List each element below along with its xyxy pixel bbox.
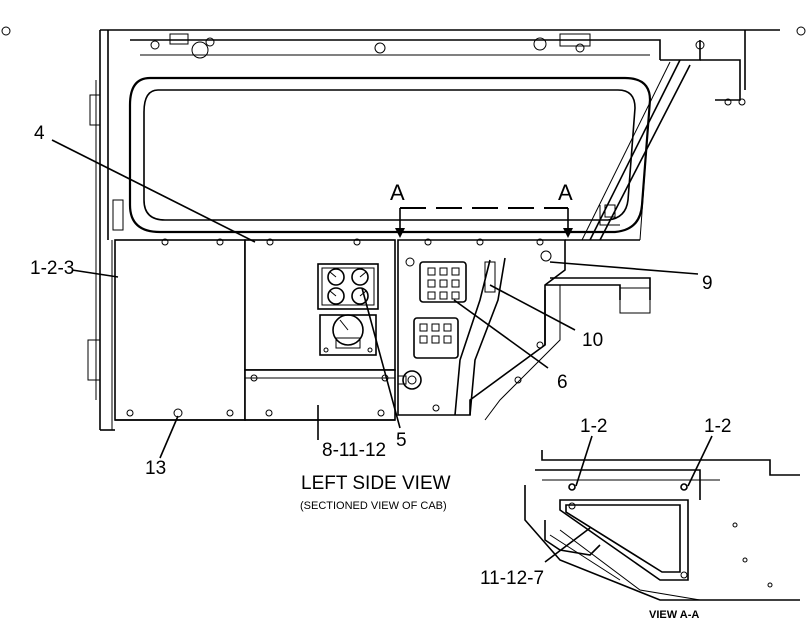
leader-lines: [51, 139, 699, 459]
main-view-title: LEFT SIDE VIEW: [301, 473, 451, 494]
section-arrow-left-icon: [395, 228, 405, 238]
detail-callout-1-2-right: 1-2: [704, 416, 731, 437]
right-control-panel: [397, 204, 651, 421]
section-arrow-right-icon: [563, 228, 573, 238]
section-label-a-left: A: [390, 180, 405, 205]
registration-mark-icon: [796, 26, 806, 36]
callout-4: 4: [34, 123, 45, 144]
keypad-buttons-upper: [427, 267, 460, 300]
main-view-subtitle: (SECTIONED VIEW OF CAB): [300, 500, 447, 512]
keypad-buttons-lower: [419, 323, 452, 344]
detail-callout-11-12-7: 11-12-7: [480, 568, 544, 589]
callout-8-11-12: 8-11-12: [322, 440, 386, 461]
section-line-a-a: A A: [390, 180, 573, 238]
callout-6: 6: [557, 372, 568, 393]
callout-13: 13: [145, 458, 166, 479]
section-label-a-right: A: [558, 180, 573, 205]
callout-10: 10: [582, 330, 603, 351]
callout-5: 5: [396, 430, 407, 451]
gauge-panel: [244, 238, 396, 371]
callout-9: 9: [702, 273, 713, 294]
callout-1-2-3: 1-2-3: [30, 258, 74, 279]
detail-view-title: VIEW A-A: [649, 609, 699, 621]
detail-callout-1-2-left: 1-2: [580, 416, 607, 437]
lower-cover-panel: [244, 369, 396, 421]
registration-mark-icon: [1, 26, 11, 36]
detail-view-a-a: 1-2 1-2 11-12-7 VIEW A-A: [480, 416, 800, 621]
left-side-panel: [114, 238, 246, 421]
